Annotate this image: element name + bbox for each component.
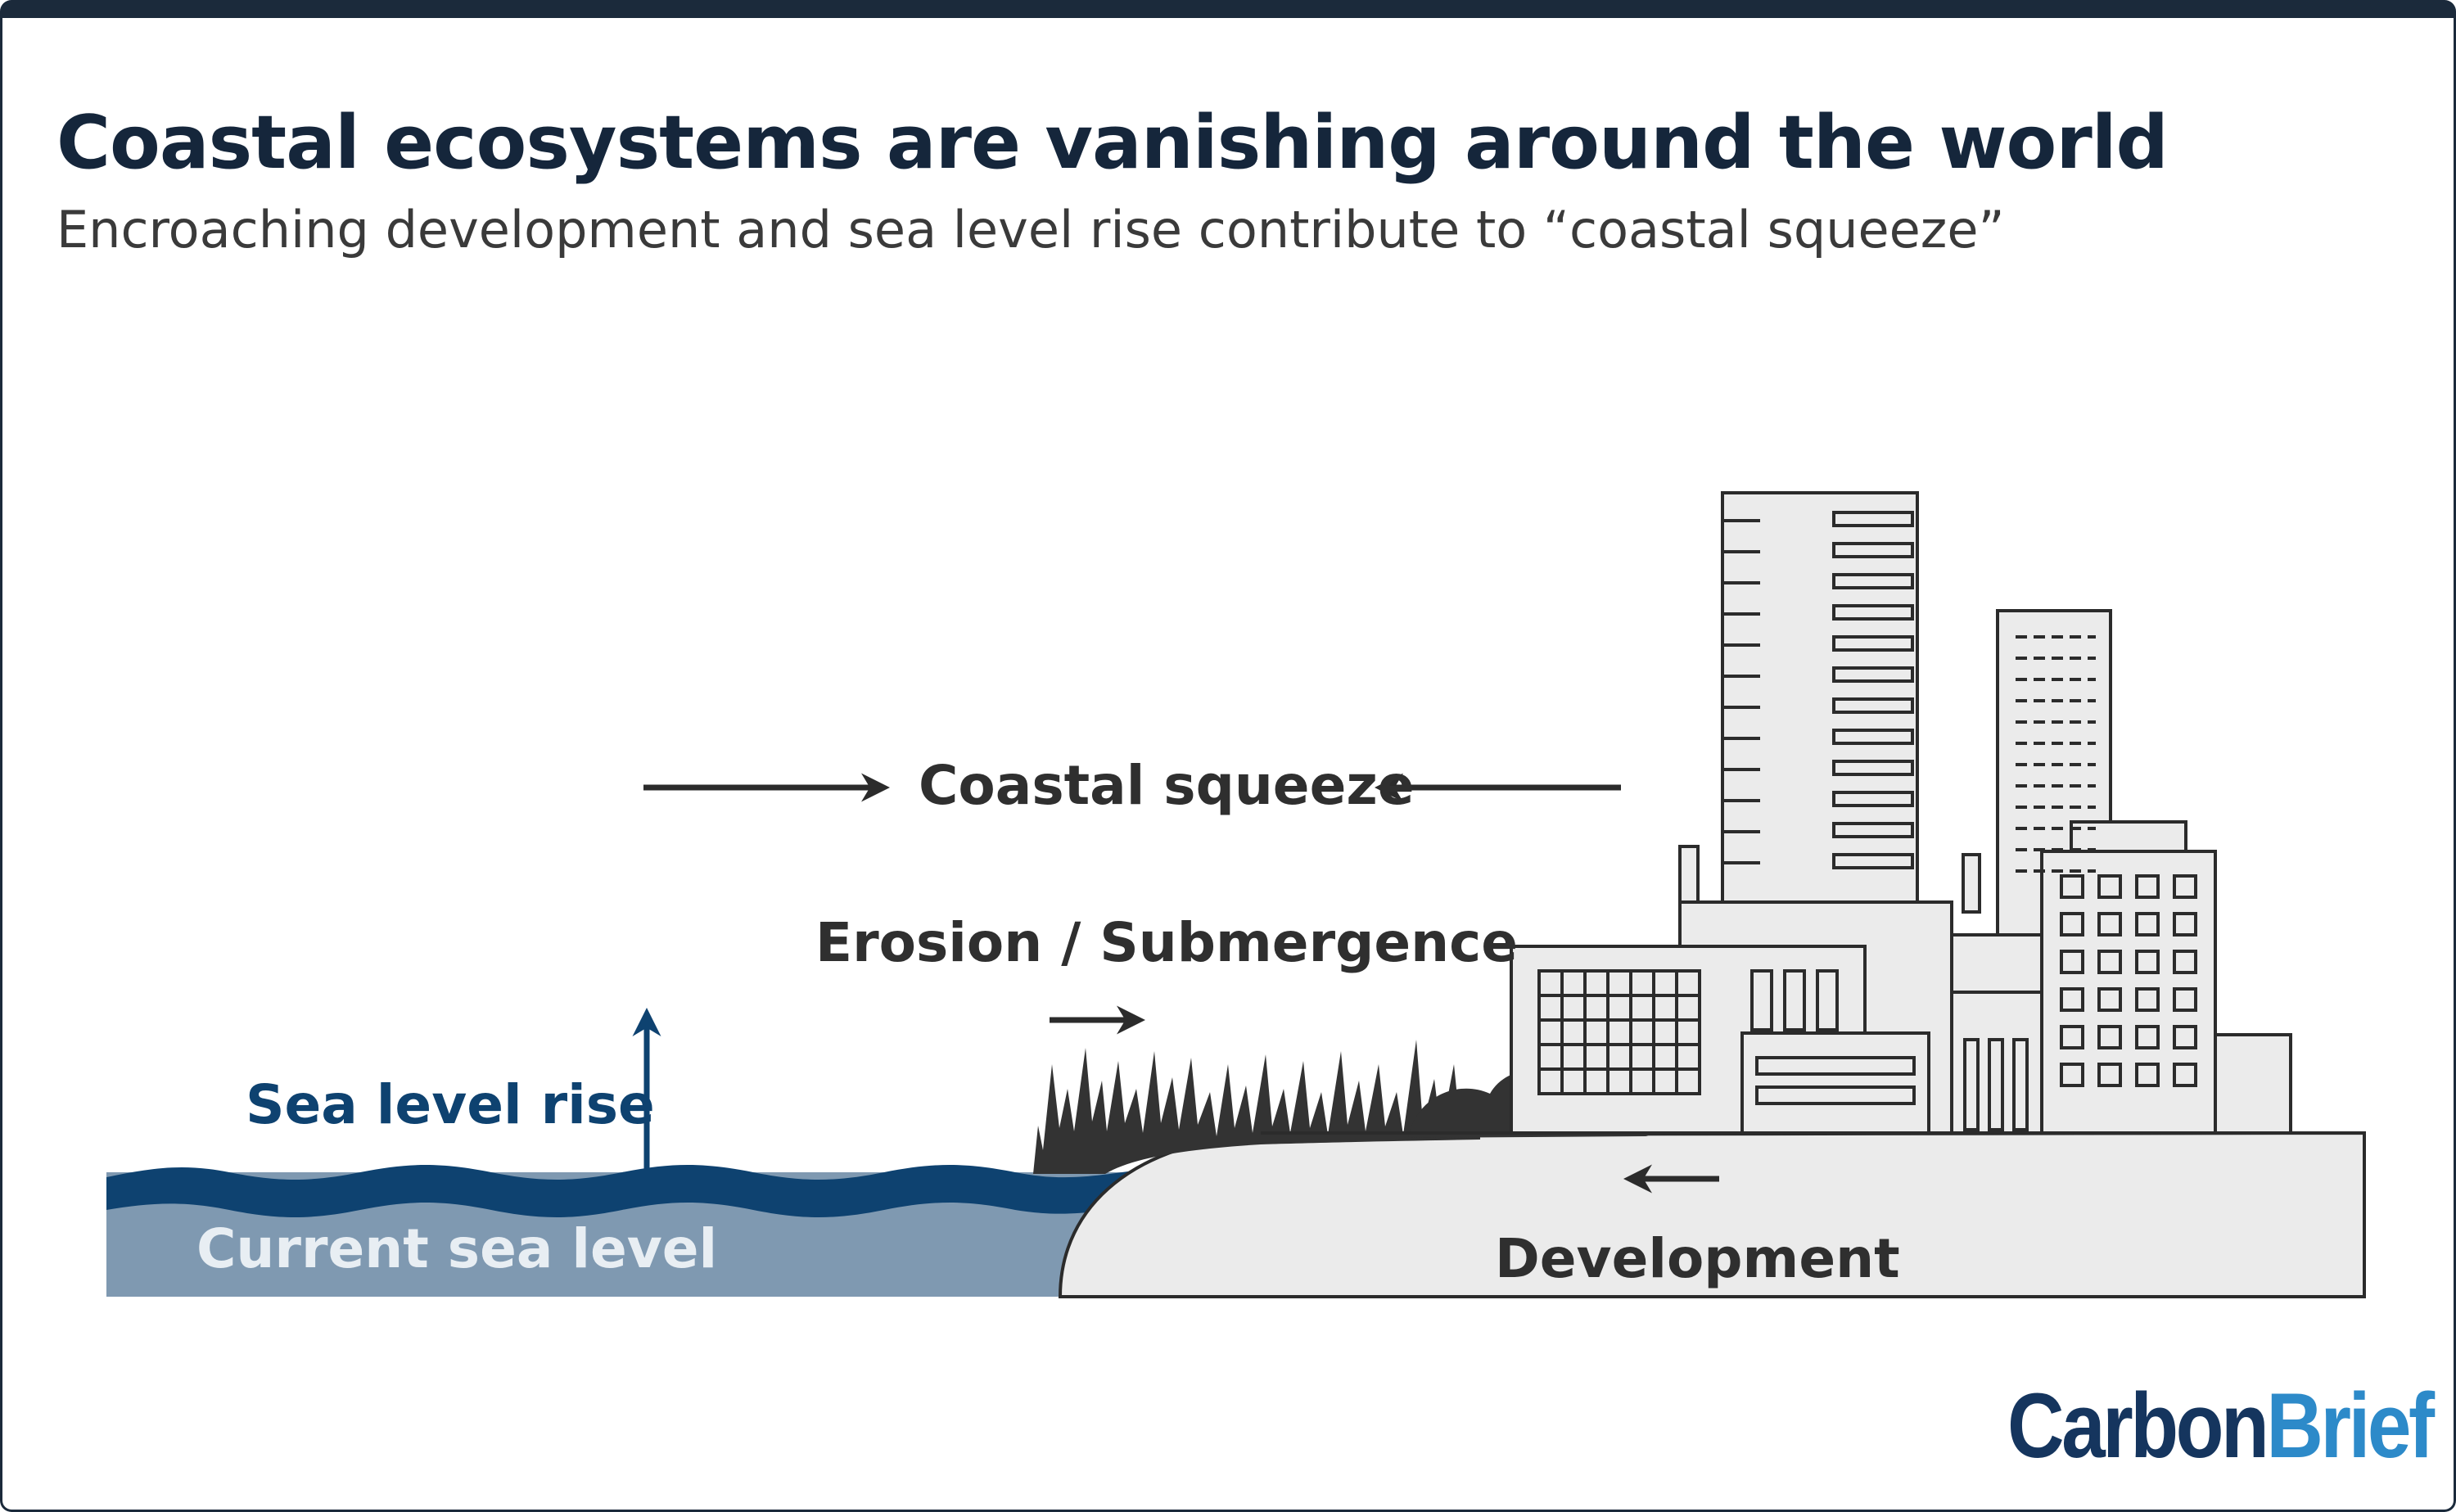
sea-level-rise-wave	[106, 1165, 1146, 1217]
window-bar	[1832, 511, 1914, 527]
svg-text:CarbonBrief: CarbonBrief	[2007, 1374, 2435, 1477]
office-window	[2097, 1063, 2122, 1087]
office-window	[2097, 1025, 2122, 1049]
annex	[1950, 933, 2045, 1135]
annex-slot	[1963, 1038, 1980, 1131]
window-bar	[1832, 791, 1914, 807]
annex-slot	[1988, 1038, 2004, 1131]
office-window	[2135, 950, 2160, 974]
chimney-right	[1962, 853, 1981, 914]
office-window	[2060, 912, 2084, 937]
office-window	[2060, 1063, 2084, 1087]
low-front	[1740, 1031, 1930, 1135]
office-window	[2135, 1025, 2160, 1049]
logo-carbon: Carbon	[2007, 1374, 2266, 1477]
coastal-squeeze-label: Coastal squeeze	[919, 754, 1415, 817]
current-sea-level-label: Current sea level	[196, 1217, 717, 1280]
carbon-brief-logo: CarbonBrief	[2007, 1374, 2438, 1477]
marsh-grass	[1033, 1040, 1480, 1174]
office-window	[2173, 1063, 2197, 1087]
podium-window	[1750, 969, 1773, 1031]
office-window	[2173, 912, 2197, 937]
office-roof	[2070, 820, 2187, 856]
logo-brief: Brief	[2266, 1374, 2435, 1477]
office-window	[2135, 874, 2160, 899]
grid-window	[1675, 1067, 1701, 1095]
podium-window	[1783, 969, 1806, 1031]
window-bar	[1832, 760, 1914, 776]
window-bar	[1832, 542, 1914, 558]
window-bar	[1832, 729, 1914, 745]
window-bar	[1832, 666, 1914, 683]
low-right	[2214, 1033, 2292, 1135]
annex-slot	[2012, 1038, 2029, 1131]
window-bar	[1832, 697, 1914, 714]
building-windows	[1261, 511, 2364, 1135]
sea-level-rise-label: Sea level rise	[246, 1073, 655, 1136]
chimney-left	[1678, 845, 1700, 905]
arrows	[632, 773, 1719, 1194]
office-window	[2097, 987, 2122, 1012]
office-window	[2173, 1025, 2197, 1049]
window-bar	[1832, 604, 1914, 621]
window-bar	[1832, 573, 1914, 589]
sea	[106, 1165, 1146, 1297]
office-window	[2135, 987, 2160, 1012]
front-bar	[1755, 1056, 1916, 1076]
office-window	[2060, 987, 2084, 1012]
office-window	[2173, 950, 2197, 974]
office-window	[2097, 950, 2122, 974]
erosion-label: Erosion / Submergence	[815, 911, 1518, 974]
office-window	[2173, 874, 2197, 899]
page-title: Coastal ecosystems are vanishing around …	[56, 100, 2169, 186]
front-bar	[1755, 1085, 1916, 1105]
office-block	[2040, 850, 2217, 1135]
office-window	[2135, 1063, 2160, 1087]
page-subtitle: Encroaching development and sea level ri…	[56, 200, 2005, 260]
city-buildings	[1510, 491, 2292, 1135]
office-window	[2060, 874, 2084, 899]
office-window	[2135, 912, 2160, 937]
office-window	[2097, 912, 2122, 937]
window-bar	[1832, 635, 1914, 652]
window-bar	[1832, 822, 1914, 838]
office-window	[2060, 950, 2084, 974]
window-bar	[1832, 853, 1914, 869]
development-label: Development	[1495, 1227, 1900, 1290]
office-window	[2173, 987, 2197, 1012]
podium-window	[1816, 969, 1839, 1031]
office-window	[2097, 874, 2122, 899]
office-window	[2060, 1025, 2084, 1049]
